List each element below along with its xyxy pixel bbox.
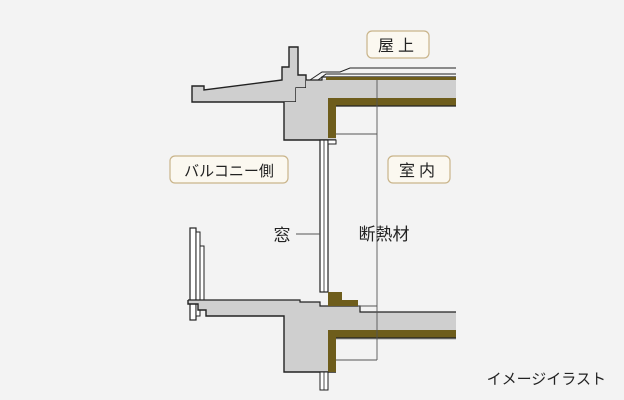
eave-profile bbox=[191, 46, 307, 103]
roof-insulation bbox=[326, 98, 456, 138]
insulation-label: 断熱材 bbox=[359, 225, 410, 245]
roof-slab bbox=[191, 46, 456, 141]
window-frame bbox=[319, 139, 337, 293]
sill-insulation bbox=[328, 292, 358, 306]
balcony-side-label-text: バルコニー側 bbox=[184, 162, 274, 180]
indoor-label-box bbox=[387, 155, 451, 184]
indoor-label: 室内 bbox=[387, 155, 451, 184]
railing-post-outer bbox=[189, 227, 197, 321]
floor-slab bbox=[187, 292, 456, 391]
roof-waterproof-line bbox=[309, 67, 456, 81]
image-note: イメージイラスト bbox=[487, 370, 606, 388]
roof-slab-body bbox=[282, 79, 456, 140]
rooftop-label: 屋上 bbox=[366, 30, 430, 59]
roof-beam-outline bbox=[283, 102, 336, 141]
balcony-side-label-box bbox=[169, 155, 289, 184]
rooftop-label-text: 屋上 bbox=[378, 36, 418, 55]
floor-top-line bbox=[188, 299, 456, 313]
roof-top-insulation bbox=[326, 77, 456, 80]
railing-panel bbox=[199, 245, 205, 303]
rooftop-label-box bbox=[366, 30, 430, 59]
window-label: 窓 bbox=[274, 226, 291, 246]
indoor-label-text: 室内 bbox=[399, 161, 439, 180]
window-head-trim bbox=[327, 139, 337, 145]
leader-lines bbox=[296, 80, 378, 361]
floor-insulation bbox=[328, 330, 456, 372]
floor-bottom-outline bbox=[187, 300, 336, 373]
roof-waterproof-line-2 bbox=[317, 73, 456, 81]
floor-slab-body bbox=[188, 300, 456, 372]
balcony-side-label: バルコニー側 bbox=[169, 155, 289, 184]
